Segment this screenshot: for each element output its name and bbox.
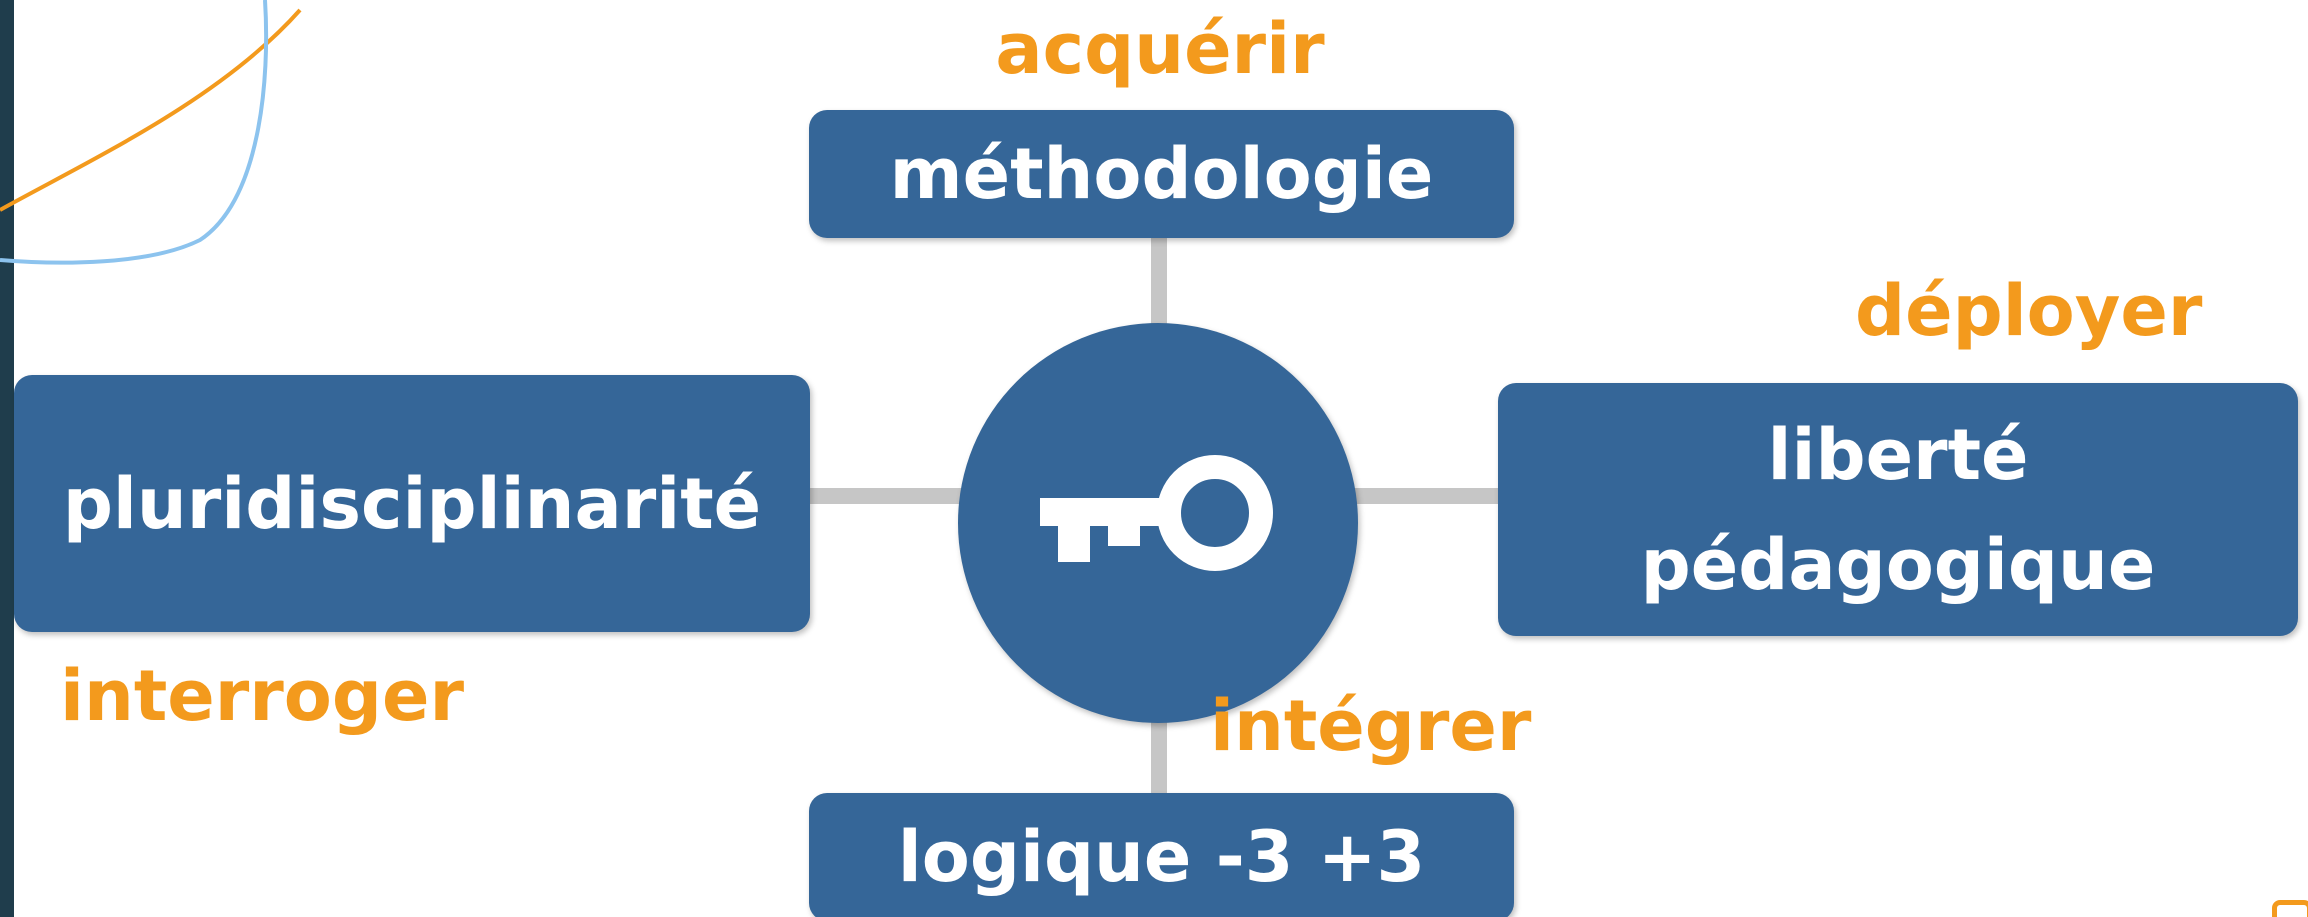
node-logique: logique -3 +3 [809,793,1514,917]
verb-interroger: interroger [60,655,465,737]
node-methodologie-label: méthodologie [889,133,1434,215]
node-logique-label: logique -3 +3 [897,816,1426,898]
verb-integrer: intégrer [1210,685,1532,767]
node-liberte-line2: pédagogique [1640,523,2156,606]
node-liberte-line1: liberté [1767,413,2029,496]
node-liberte-pedagogique: liberté pédagogique [1498,383,2298,636]
connector-bottom [1151,710,1167,810]
key-icon [1040,455,1273,571]
node-pluridisciplinarite-label: pluridisciplinarité [62,462,762,545]
verb-deployer: déployer [1855,270,2203,352]
corner-mark [2272,900,2308,917]
connector-top [1151,235,1167,335]
decorative-curves [0,0,302,265]
connector-left [800,488,970,504]
node-pluridisciplinarite: pluridisciplinarité [14,375,810,632]
left-edge-bar [0,0,14,917]
verb-acquerir: acquérir [995,8,1325,90]
node-methodologie: méthodologie [809,110,1514,238]
connector-right [1348,488,1508,504]
